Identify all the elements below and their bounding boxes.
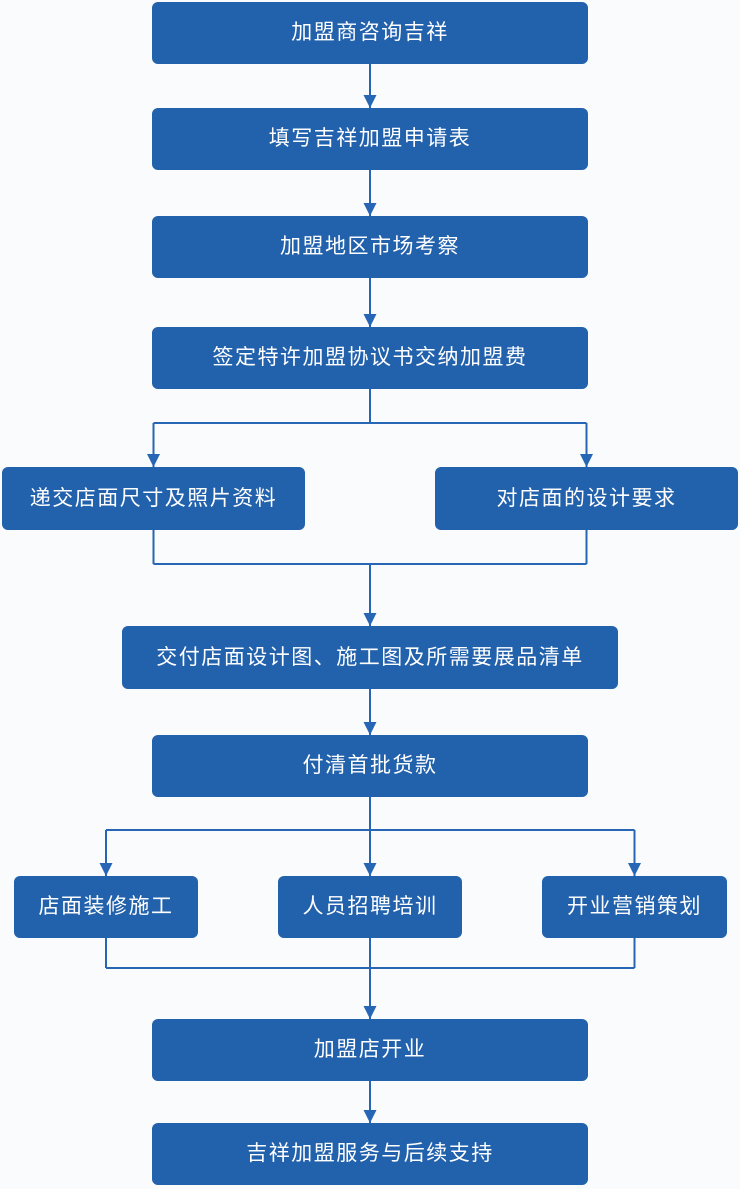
- edge-payment-split-rail: [106, 797, 635, 831]
- flow-step-store-renovation: 店面装修施工: [14, 876, 198, 938]
- flow-step-sign-agreement: 签定特许加盟协议书交纳加盟费: [152, 327, 588, 389]
- edge-agreement-split-rail: [153, 389, 587, 424]
- flow-step-market-survey: 加盟地区市场考察: [152, 216, 588, 278]
- flow-step-staff-recruit-train: 人员招聘培训: [278, 876, 462, 938]
- flow-step-pay-first-batch: 付清首批货款: [152, 735, 588, 797]
- flow-step-followup-support: 吉祥加盟服务与后续支持: [152, 1123, 588, 1185]
- flow-step-deliver-drawings: 交付店面设计图、施工图及所需要展品清单: [122, 626, 618, 689]
- flow-step-store-opening: 加盟店开业: [152, 1019, 588, 1081]
- flow-step-design-requirements: 对店面的设计要求: [435, 467, 738, 530]
- flow-step-consult: 加盟商咨询吉祥: [152, 2, 588, 64]
- edge-merge-rail-two-way: [152, 530, 588, 565]
- flow-step-opening-marketing: 开业营销策划: [542, 876, 727, 938]
- flow-step-submit-store-info: 递交店面尺寸及照片资料: [2, 467, 305, 530]
- flow-step-application-form: 填写吉祥加盟申请表: [152, 108, 588, 170]
- edge-merge-rail-three-way: [105, 938, 636, 969]
